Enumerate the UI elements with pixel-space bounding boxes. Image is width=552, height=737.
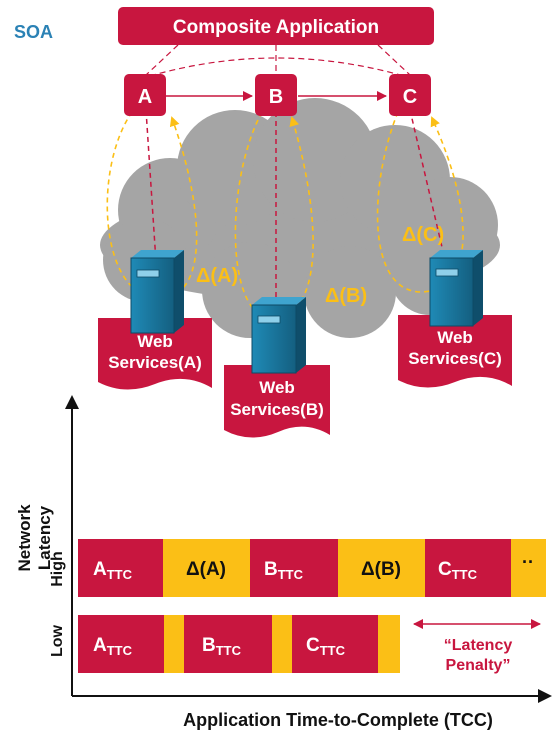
high-latency-row: ATTC Δ(A) BTTC Δ(B) CTTC ·· [78,539,546,597]
node-c [389,74,431,116]
node-b-label: B [269,86,283,108]
delta-b-label: Δ(B) [325,285,367,307]
low-a-label: ATTC [93,635,133,658]
low-b-subscript: TTC [216,643,242,658]
web-services-b-document [224,365,330,438]
composite-connectors [145,44,411,77]
low-latency-row: ATTC BTTC CTTC [78,615,400,673]
low-a-letter: A [93,635,107,656]
high-b-letter: B [264,559,278,580]
high-delta-b-segment [338,539,425,597]
server-a-icon [130,250,184,334]
high-delta-b-label: Δ(B) [361,559,401,580]
high-a-segment [78,539,163,597]
y-axis-label-line1: Network [15,504,34,572]
low-c-label: CTTC [306,635,346,658]
high-delta-a-label: Δ(A) [186,559,226,580]
web-services-a-line2: Services(A) [108,353,202,372]
low-delta-a-segment [164,615,184,673]
server-b-icon [251,297,306,374]
web-services-b-line1: Web [259,378,295,397]
node-a-label: A [138,86,152,108]
high-more-label: ·· [522,552,534,572]
low-c-letter: C [306,635,320,656]
low-b-label: BTTC [202,635,242,658]
x-axis-label: Application Time-to-Complete (TCC) [183,710,493,730]
node-b [255,74,297,116]
low-c-segment [292,615,378,673]
web-services-b-line2: Services(B) [230,400,324,419]
web-services-c-document [398,315,512,388]
low-delta-c-segment [378,615,400,673]
low-a-subscript: TTC [107,643,133,658]
composite-application-box [118,7,434,45]
high-a-subscript: TTC [107,567,133,582]
high-a-letter: A [93,559,107,580]
delta-a-label: Δ(A) [196,265,238,287]
y-axis-label-line2: Latency [35,505,54,570]
delta-c-label: Δ(C) [402,224,444,246]
high-label: High [49,551,66,587]
high-c-subscript: TTC [452,567,478,582]
high-c-label: CTTC [438,559,478,582]
high-b-segment [250,539,338,597]
low-a-segment [78,615,164,673]
low-b-letter: B [202,635,216,656]
low-b-segment [184,615,272,673]
web-services-a-line1: Web [137,332,173,351]
latency-penalty-line2: Penalty” [446,657,511,674]
high-b-subscript: TTC [278,567,304,582]
web-services-a-document [98,318,212,390]
web-services-c-line1: Web [437,328,473,347]
low-delta-b-segment [272,615,292,673]
node-a [124,74,166,116]
low-label: Low [49,624,66,657]
high-delta-a-segment [163,539,250,597]
web-services-c-line2: Services(C) [408,349,502,368]
latency-penalty-line1: “Latency [444,637,513,654]
high-b-label: BTTC [264,559,304,582]
low-c-subscript: TTC [320,643,346,658]
service-request-lines [145,109,446,300]
high-c-letter: C [438,559,452,580]
server-c-icon [429,250,483,327]
high-continuation-segment [511,539,546,597]
composite-application-label: Composite Application [173,17,379,38]
high-c-segment [425,539,511,597]
node-c-label: C [403,86,417,108]
high-a-label: ATTC [93,559,133,582]
soa-label: SOA [14,22,53,42]
